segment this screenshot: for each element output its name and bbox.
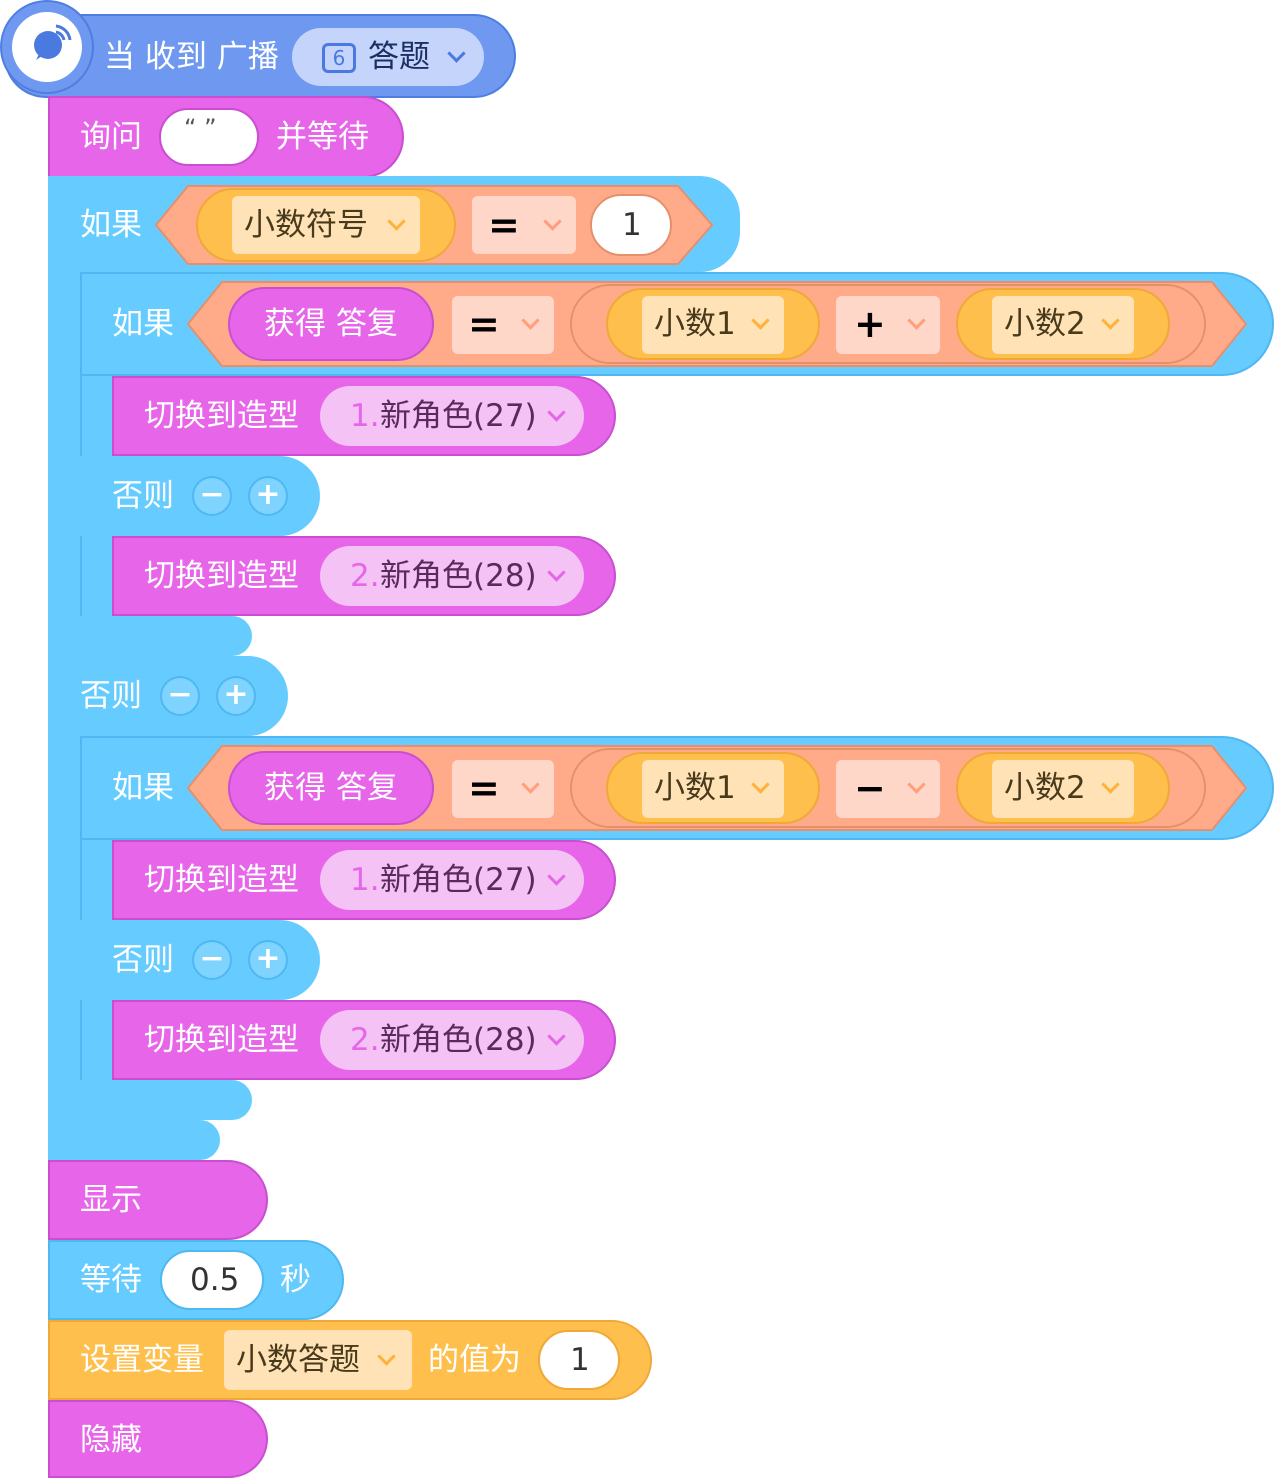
inner-if2-else-label: 否则	[112, 942, 174, 978]
outer-if-foot	[48, 1120, 220, 1160]
plus-button[interactable]: +	[248, 940, 288, 980]
outer-op: =	[488, 203, 520, 247]
ask-input-value: “ ”	[184, 114, 217, 142]
costume-index: 1.	[350, 862, 380, 898]
inner-if2-op-dropdown[interactable]	[452, 760, 554, 818]
set-variable-value: 1	[570, 1342, 590, 1378]
costume-dropdown[interactable]	[320, 1010, 584, 1070]
plus-button[interactable]: +	[248, 476, 288, 516]
set-variable-mid: 的值为	[428, 1342, 521, 1378]
var-b-name: 小数2	[1004, 770, 1086, 806]
arith-op: +	[854, 302, 886, 346]
outer-var-name: 小数符号	[244, 207, 368, 243]
inner-if2-label: 如果	[112, 770, 174, 806]
plus-button[interactable]: +	[216, 676, 256, 716]
wait-label: 等待	[80, 1262, 142, 1298]
costume-name: 新角色(27)	[380, 862, 537, 898]
inner-if2-op: =	[468, 766, 500, 810]
inner-if1-else-label: 否则	[112, 478, 174, 514]
broadcast-index-badge: 6	[322, 43, 356, 73]
costume-index: 2.	[350, 558, 380, 594]
minus-button[interactable]: −	[192, 476, 232, 516]
var-b-dropdown[interactable]	[992, 296, 1134, 354]
switch-costume-label: 切换到造型	[144, 862, 299, 898]
var-a-name: 小数1	[654, 306, 736, 342]
hide-block[interactable]	[48, 1400, 268, 1478]
ask-label: 询问	[80, 119, 142, 155]
switch-costume-label: 切换到造型	[144, 558, 299, 594]
inner-if1-foot	[80, 616, 252, 656]
outer-op-dropdown[interactable]	[472, 196, 576, 254]
ask-input[interactable]	[159, 108, 259, 166]
var-b-dropdown[interactable]	[992, 760, 1134, 818]
show-block[interactable]	[48, 1160, 268, 1240]
outer-value: 1	[622, 207, 642, 243]
minus-button[interactable]: −	[160, 676, 200, 716]
answer-label: 获得 答复	[264, 770, 398, 806]
outer-else-label: 否则	[80, 678, 142, 714]
var-a-name: 小数1	[654, 770, 736, 806]
costume-dropdown[interactable]	[320, 850, 584, 910]
wait-seconds-input[interactable]	[160, 1250, 264, 1310]
inner-if1-label: 如果	[112, 306, 174, 342]
inner-if1-op-dropdown[interactable]	[452, 296, 554, 354]
var-a-dropdown[interactable]	[642, 296, 784, 354]
set-variable-dropdown[interactable]	[224, 1330, 412, 1390]
switch-costume-label: 切换到造型	[144, 1022, 299, 1058]
switch-costume-label: 切换到造型	[144, 398, 299, 434]
outer-if-label: 如果	[80, 207, 142, 243]
answer-reporter[interactable]	[228, 751, 434, 825]
broadcast-icon	[12, 12, 82, 82]
costume-name: 新角色(27)	[380, 398, 537, 434]
set-variable-name: 小数答题	[236, 1342, 360, 1378]
var-a-dropdown[interactable]	[642, 760, 784, 818]
set-variable-value-input[interactable]	[538, 1330, 620, 1390]
event-hat-label: 当 收到 广播	[104, 39, 279, 75]
arith-op: −	[854, 766, 886, 810]
show-label: 显示	[80, 1182, 142, 1218]
costume-dropdown[interactable]	[320, 546, 584, 606]
wait-unit: 秒	[280, 1262, 311, 1298]
hide-label: 隐藏	[80, 1422, 142, 1458]
var-b-name: 小数2	[1004, 306, 1086, 342]
broadcast-index: 6	[332, 46, 346, 70]
costume-index: 1.	[350, 398, 380, 434]
set-variable-label: 设置变量	[80, 1342, 204, 1378]
broadcast-name: 答题	[368, 39, 430, 75]
wait-seconds-value: 0.5	[190, 1262, 240, 1298]
answer-label: 获得 答复	[264, 306, 398, 342]
inner-if2-foot	[80, 1080, 252, 1120]
costume-dropdown[interactable]	[320, 386, 584, 446]
inner-if1-op: =	[468, 302, 500, 346]
outer-var-dropdown[interactable]	[232, 196, 420, 254]
costume-index: 2.	[350, 1022, 380, 1058]
ask-suffix: 并等待	[276, 119, 369, 155]
costume-name: 新角色(28)	[380, 558, 537, 594]
arith-op-dropdown[interactable]	[836, 296, 940, 354]
outer-value-input[interactable]	[590, 194, 672, 256]
minus-button[interactable]: −	[192, 940, 232, 980]
answer-reporter[interactable]	[228, 287, 434, 361]
arith-op-dropdown[interactable]	[836, 760, 940, 818]
costume-name: 新角色(28)	[380, 1022, 537, 1058]
